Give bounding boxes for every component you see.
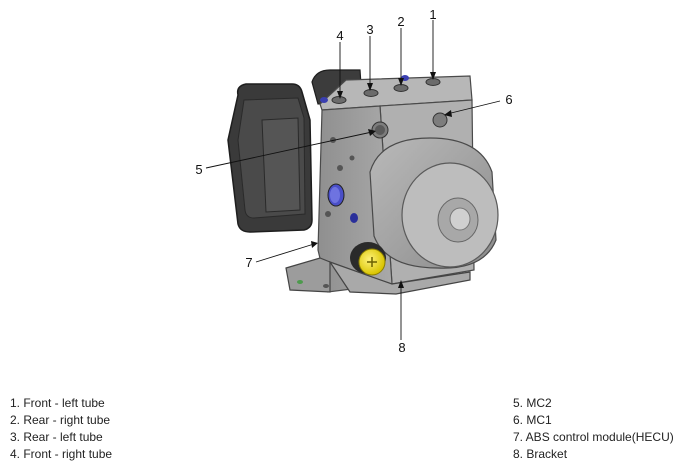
yellow-connector [350, 242, 386, 276]
legend-item: 6. MC1 [513, 413, 552, 427]
callout-4: 4 [336, 28, 343, 43]
legend-right: 5. MC2 6. MC1 7. ABS control module(HECU… [513, 395, 674, 463]
legend-item: 4. Front - right tube [10, 447, 113, 461]
leader-lines [205, 20, 501, 340]
callout-3: 3 [366, 22, 373, 37]
legend-item: 2. Rear - right tube [10, 413, 111, 427]
legend-item: 7. ABS control module(HECU) [513, 430, 674, 444]
legend-item: 3. Rear - left tube [10, 430, 103, 444]
pump-motor [369, 137, 499, 269]
legend-item: 8. Bracket [513, 447, 568, 461]
ecu-housing [227, 69, 363, 233]
legend-item: 5. MC2 [513, 396, 552, 410]
callout-7: 7 [245, 255, 252, 270]
abs-module-diagram: 1 2 3 4 5 6 7 8 [195, 7, 512, 355]
callout-5: 5 [195, 162, 202, 177]
leader-arrowheads [311, 72, 452, 288]
callout-1: 1 [429, 7, 436, 22]
legend-item: 1. Front - left tube [10, 396, 105, 410]
callout-8: 8 [398, 340, 405, 355]
callout-2: 2 [397, 14, 404, 29]
bracket [285, 257, 471, 295]
callout-6: 6 [505, 92, 512, 107]
legend-left: 1. Front - left tube 2. Rear - right tub… [10, 395, 112, 463]
